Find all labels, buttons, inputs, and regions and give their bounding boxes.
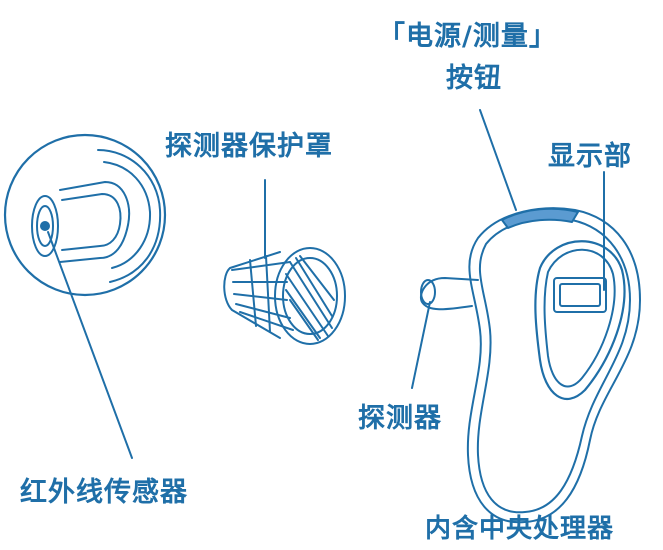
leader-ir-sensor [47,231,133,459]
label-ir-sensor: 红外线传感器 [20,477,188,508]
leader-probe [411,301,431,389]
label-cpu-inside: 内含中央处理器 [425,514,615,544]
thermometer-body [420,207,641,524]
leader-power-button [479,109,517,211]
probe-cover-drawing [223,247,346,345]
label-probe-cover: 探测器保护罩 [165,131,333,162]
sensor-closeup [3,133,167,297]
leader-lines [47,109,605,459]
label-display: 显示部 [548,141,632,172]
label-power-button-line2: 按钮 [446,63,502,94]
label-probe: 探测器 [358,403,442,434]
label-power-button-line1: 「电源/测量」 [378,21,557,52]
